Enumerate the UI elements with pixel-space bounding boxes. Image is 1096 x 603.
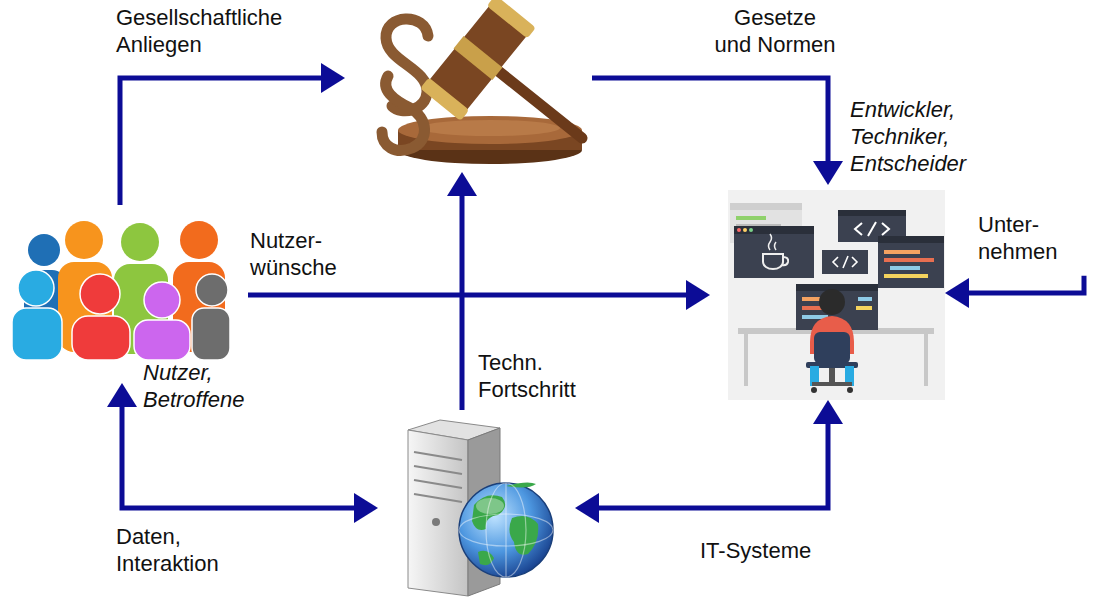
developer-illustration-part [884, 274, 928, 278]
people-illustration-part [180, 221, 218, 259]
developer-illustration-part [782, 257, 788, 265]
connector-arrow [583, 408, 828, 508]
developer-illustration-part [878, 236, 944, 243]
people-illustration-part [196, 274, 228, 306]
server-illustration-part [414, 480, 462, 488]
server-illustration-part [414, 466, 462, 474]
users-node: Nutzer, Betroffene [12, 205, 248, 383]
developer-illustration-part [769, 234, 777, 250]
developer-illustration-part [734, 226, 814, 278]
edge-label-holder: Nutzer- wünsche [250, 228, 370, 282]
edge-label: Nutzer- wünsche [250, 228, 370, 282]
edge-label-holder: IT-Systeme [700, 538, 850, 565]
server-node [378, 410, 575, 598]
developer-illustration-part [829, 368, 835, 382]
company-node: Unter- nehmen [978, 212, 1089, 276]
server-illustration-part [408, 430, 468, 596]
edge-label: Techn. Fortschritt [478, 350, 608, 404]
developer-illustration-part [884, 250, 920, 254]
developer-illustration-part [737, 228, 741, 232]
developer-illustration-part [858, 297, 872, 301]
people-illustration-part [18, 270, 54, 306]
people-illustration-part [28, 234, 60, 266]
gavel-illustration-part-part [420, 77, 469, 121]
developer-illustration-part [838, 210, 906, 216]
edge-label: Daten, Interaktion [116, 524, 256, 578]
developer-illustration-part [878, 236, 944, 288]
people-illustration-part [65, 221, 103, 259]
developer-illustration-part [833, 256, 857, 268]
gavel-illustration-part [382, 76, 425, 150]
developer-illustration-part [856, 306, 872, 310]
people-illustration-part [72, 316, 130, 360]
developer-illustration-part [736, 216, 766, 220]
gavel-illustration-part [420, 120, 560, 136]
gavel-illustration-part [492, 66, 582, 138]
edge-label-holder: Gesetze und Normen [685, 5, 865, 59]
developer-illustration-part [730, 203, 802, 210]
people-illustration [12, 221, 230, 360]
developer-illustration-part [890, 266, 920, 270]
developer-illustration-part [855, 222, 889, 236]
developer-illustration-part [743, 228, 747, 232]
developer-illustration-part [822, 250, 868, 274]
developer-illustration-part [749, 228, 753, 232]
developer-illustration-part [744, 334, 748, 386]
server-illustration-part [476, 498, 504, 514]
edge-label: Gesetze und Normen [685, 5, 865, 59]
server-illustration-part [459, 483, 553, 577]
server-illustration [408, 420, 553, 596]
connector-arrow [953, 276, 1084, 293]
people-illustration-part [144, 282, 180, 318]
developer-illustration-part [884, 258, 934, 262]
server-illustration-part [432, 518, 440, 526]
developer-illustration-part [802, 306, 822, 310]
developer-illustration-part [814, 332, 850, 364]
server-illustration-part [414, 494, 462, 502]
server-illustration-part [505, 483, 506, 577]
gavel-illustration-part-part [454, 36, 503, 80]
gavel-illustration-part [420, 0, 536, 121]
server-illustration-part [486, 483, 526, 577]
developer-illustration-part [734, 226, 814, 234]
edge-label: IT-Systeme [700, 538, 850, 565]
edge-label: Gesellschaftliche Anliegen [116, 5, 316, 59]
edge-label-holder: Daten, Interaktion [116, 524, 256, 578]
people-illustration-part [12, 308, 62, 360]
node-label: Unter- nehmen [978, 212, 1083, 266]
connector-arrow [248, 293, 702, 298]
node-label: Nutzer, Betroffene [143, 360, 273, 414]
server-illustration-part [506, 482, 536, 487]
developer-illustration-part [819, 289, 845, 315]
connector-arrow [460, 180, 465, 410]
gavel-node [345, 5, 592, 172]
people-illustration-part [121, 223, 159, 261]
developer-illustration-part [728, 190, 945, 400]
people-illustration-part [80, 274, 120, 314]
developer-illustration-part [811, 387, 817, 393]
node-label: Entwickler, Techniker, Entscheider [850, 97, 1000, 177]
gavel-illustration [382, 0, 582, 164]
developer-illustration-part [812, 382, 852, 386]
developer-node: Entwickler, Techniker, Entscheider [710, 185, 945, 400]
server-illustration-part [472, 495, 505, 530]
developer-illustration-part [924, 334, 928, 386]
edge-label-holder: Techn. Fortschritt [478, 350, 608, 404]
connector-arrow [120, 78, 337, 205]
developer-illustration [728, 190, 945, 400]
edge-label-holder: Gesellschaftliche Anliegen [116, 5, 316, 59]
gavel-illustration-part-part [487, 0, 536, 39]
connector-arrow [592, 78, 828, 177]
developer-illustration-part [763, 254, 783, 269]
developer-illustration-part [847, 387, 853, 393]
developer-illustration-part [796, 284, 878, 291]
server-illustration-part [414, 452, 462, 460]
people-illustration-part [192, 308, 230, 360]
people-illustration-part [134, 320, 190, 360]
